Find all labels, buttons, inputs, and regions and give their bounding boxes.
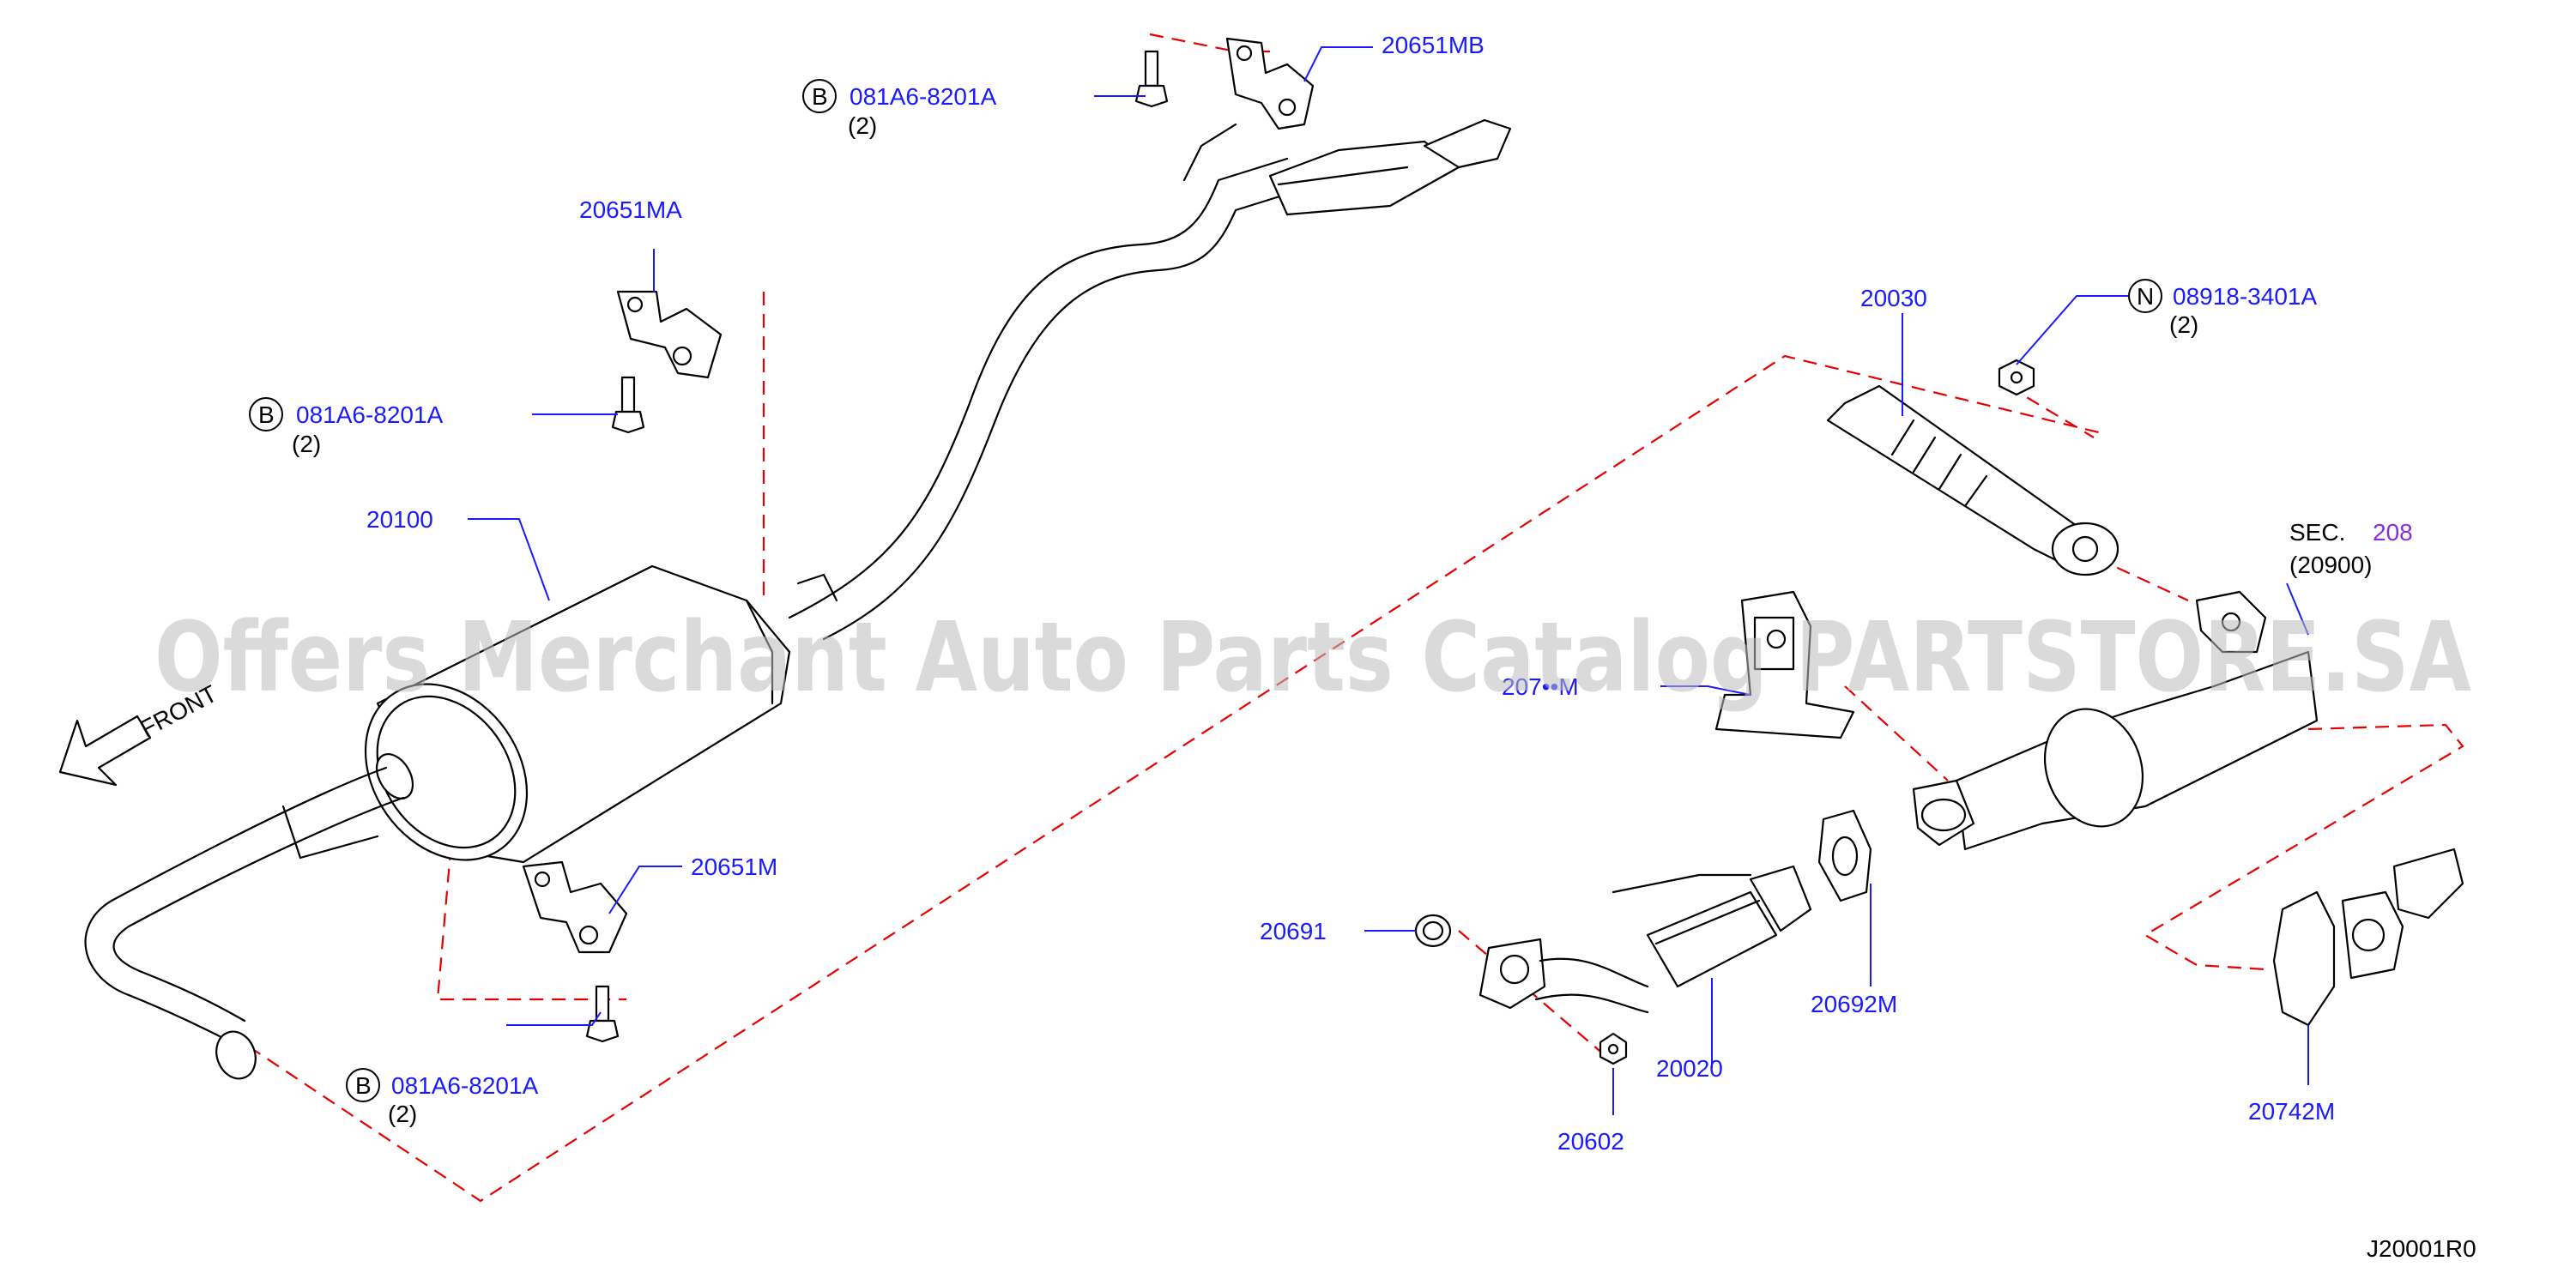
gasket-20692M[interactable] xyxy=(1817,809,1872,902)
nut-code-right: 08918-3401A xyxy=(2173,283,2317,310)
label-20100: 20100 xyxy=(366,506,433,533)
callout-bolt-top: B 081A6-8201A (2) xyxy=(802,79,997,139)
callout-bolt-low: B 081A6-8201A (2) xyxy=(346,1068,539,1127)
badge-circle xyxy=(249,397,283,431)
bolt-code-top: 081A6-8201A xyxy=(850,83,997,110)
hanger-20651M[interactable] xyxy=(522,860,628,954)
callout-bolt-mid: B 081A6-8201A (2) xyxy=(249,397,444,457)
label-20691: 20691 xyxy=(1260,918,1327,944)
gasket-20691[interactable] xyxy=(1414,914,1452,948)
callout-nut-right: N 08918-3401A (2) xyxy=(2128,279,2317,338)
badge-circle xyxy=(802,79,837,113)
label-20651M: 20651M xyxy=(691,854,777,880)
rear-muffler-assembly[interactable] xyxy=(84,118,1512,1084)
bolt-code-mid: 081A6-8201A xyxy=(296,401,444,428)
label-20030: 20030 xyxy=(1860,285,1927,311)
hanger-20651MB[interactable] xyxy=(1225,37,1315,130)
bolt-qty-low: (2) xyxy=(388,1101,417,1127)
section-reference[interactable]: SEC. 208 (20900) xyxy=(2289,519,2413,578)
front-arrow-icon xyxy=(58,715,152,787)
sec-sub: (20900) xyxy=(2289,552,2373,578)
badge-circle xyxy=(346,1068,380,1102)
bolt-qty-top: (2) xyxy=(848,112,877,139)
label-20692M: 20692M xyxy=(1811,991,1897,1017)
front-pipe-20020[interactable] xyxy=(1478,865,1812,1014)
label-207xxM: 207••M xyxy=(1502,673,1579,700)
hanger-20651MA[interactable] xyxy=(616,290,723,379)
label-20651MA: 20651MA xyxy=(579,196,682,223)
bolt-code-low: 081A6-8201A xyxy=(391,1072,539,1099)
nut-20602[interactable] xyxy=(1599,1032,1628,1065)
badge-letter: B xyxy=(812,83,828,110)
mount-bracket-207xxM[interactable] xyxy=(1714,590,1855,739)
label-20742M: 20742M xyxy=(2248,1098,2335,1125)
bolt-icon-mid xyxy=(611,376,645,434)
nut-qty-right: (2) xyxy=(2169,311,2198,338)
nut-icon-right xyxy=(1998,359,2035,396)
bolt-icon-low xyxy=(585,985,620,1043)
flex-pipe-20030[interactable] xyxy=(1826,384,2119,576)
label-20020: 20020 xyxy=(1656,1055,1723,1082)
badge-letter: B xyxy=(355,1072,372,1099)
watermark-text: Offers Merchant Auto Parts Catalog PARTS… xyxy=(154,602,2471,714)
leader-lines xyxy=(468,46,2309,1115)
label-20651MB: 20651MB xyxy=(1382,32,1485,58)
badge-circle xyxy=(2128,279,2162,313)
badge-letter: B xyxy=(258,401,275,428)
bolt-icon-top xyxy=(1134,50,1169,108)
catalyst-sec208[interactable] xyxy=(1912,590,2319,851)
mount-bracket-20742M[interactable] xyxy=(2272,848,2464,1027)
diagram-code: J20001R0 xyxy=(2367,1235,2476,1262)
sec-prefix: SEC. xyxy=(2289,519,2345,546)
bolt-qty-mid: (2) xyxy=(292,431,321,457)
badge-letter: N xyxy=(2137,283,2154,310)
sec-number-link[interactable]: 208 xyxy=(2373,519,2413,546)
label-20602: 20602 xyxy=(1557,1128,1624,1155)
